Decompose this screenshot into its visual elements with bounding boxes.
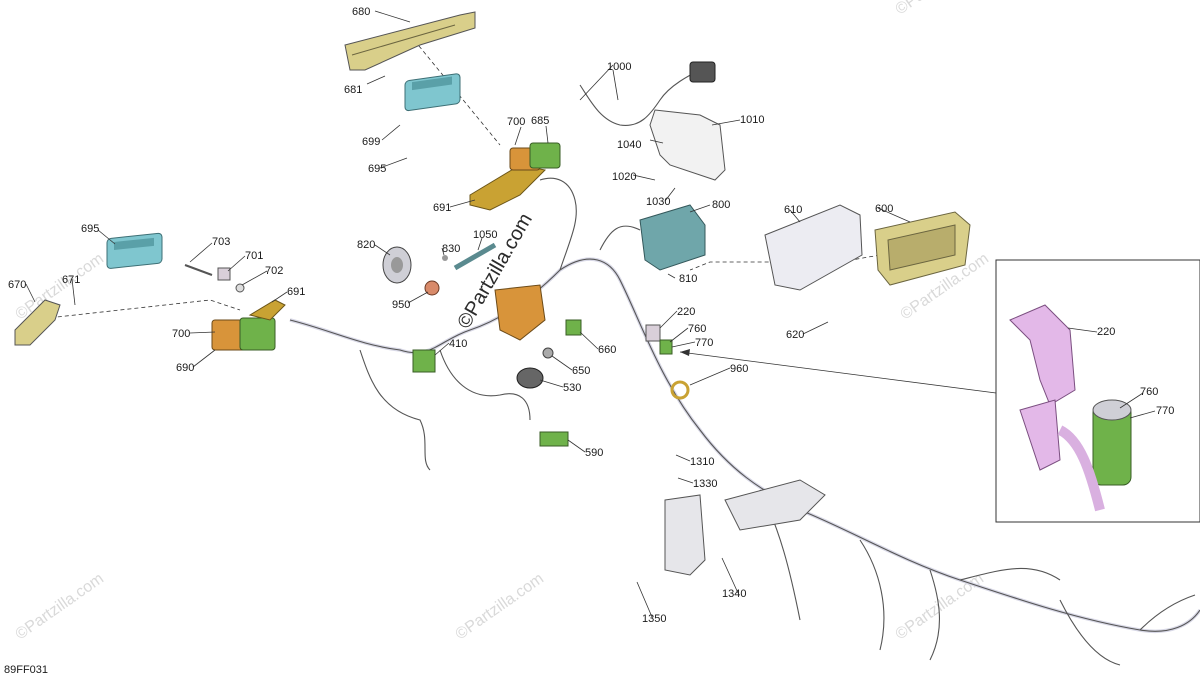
label-600: 600 xyxy=(875,203,893,215)
part-695-module-left xyxy=(106,232,163,269)
part-1340-bracket xyxy=(664,494,706,576)
part-950-buzzer xyxy=(424,280,440,296)
part-691-bracket-left xyxy=(248,299,286,321)
leader-lines xyxy=(25,10,1156,618)
part-410-connector xyxy=(412,349,436,373)
inset-pointer xyxy=(679,351,997,394)
label-410: 410 xyxy=(449,338,467,350)
label-220-inset: 220 xyxy=(1097,326,1115,338)
label-695-left: 695 xyxy=(81,223,99,235)
inset-detail-box xyxy=(995,259,1200,523)
label-760: 760 xyxy=(688,323,706,335)
watermark: ©Partzilla.com xyxy=(453,570,547,643)
part-685-fusebox xyxy=(529,142,561,169)
label-701: 701 xyxy=(245,250,263,262)
label-685: 685 xyxy=(531,115,549,127)
watermark: ©Partzilla.com xyxy=(893,570,987,643)
label-1310: 1310 xyxy=(690,456,714,468)
part-830-screw xyxy=(442,255,448,261)
label-810: 810 xyxy=(679,273,697,285)
label-691-left: 691 xyxy=(287,286,305,298)
part-695-module-upper xyxy=(404,73,461,112)
label-960: 960 xyxy=(730,363,748,375)
label-620: 620 xyxy=(786,329,804,341)
label-530: 530 xyxy=(563,382,581,394)
label-700: 700 xyxy=(507,116,525,128)
label-610: 610 xyxy=(784,204,802,216)
part-680-bracket xyxy=(344,11,476,71)
label-1000: 1000 xyxy=(607,61,631,73)
part-220-connector xyxy=(645,324,661,342)
label-670: 670 xyxy=(8,279,26,291)
label-1350: 1350 xyxy=(642,613,666,625)
label-671: 671 xyxy=(62,274,80,286)
label-681: 681 xyxy=(344,84,362,96)
label-695: 695 xyxy=(368,163,386,175)
part-800-ecu xyxy=(639,204,706,271)
label-699: 699 xyxy=(362,136,380,148)
inset-arrowhead xyxy=(680,349,690,356)
part-820-horn xyxy=(382,246,412,284)
label-590: 590 xyxy=(585,447,603,459)
label-691: 691 xyxy=(433,202,451,214)
label-680: 680 xyxy=(352,6,370,18)
part-610-housing xyxy=(764,204,863,291)
part-590-switch xyxy=(539,431,569,447)
part-670-bracket xyxy=(14,299,61,346)
label-800: 800 xyxy=(712,199,730,211)
label-950: 950 xyxy=(392,299,410,311)
label-1040: 1040 xyxy=(617,139,641,151)
label-700-left: 700 xyxy=(172,328,190,340)
part-702-nut xyxy=(235,283,245,293)
part-labels: 680 681 699 695 700 685 691 1000 1040 10… xyxy=(8,6,1174,625)
part-960-grommet xyxy=(670,380,690,400)
label-770: 770 xyxy=(695,337,713,349)
label-770-inset: 770 xyxy=(1156,405,1174,417)
part-660-relay xyxy=(565,319,582,336)
label-703: 703 xyxy=(212,236,230,248)
part-1010-plate xyxy=(649,109,726,181)
label-220: 220 xyxy=(677,306,695,318)
label-1050: 1050 xyxy=(473,229,497,241)
label-1020: 1020 xyxy=(612,171,636,183)
label-830: 830 xyxy=(442,243,460,255)
label-1340: 1340 xyxy=(722,588,746,600)
label-702: 702 xyxy=(265,265,283,277)
watermark: ©Partzilla.com xyxy=(893,0,987,18)
label-650: 650 xyxy=(572,365,590,377)
label-1030: 1030 xyxy=(646,196,670,208)
watermark: ©Partzilla.com xyxy=(13,570,107,643)
part-691-bracket-upper xyxy=(469,164,547,211)
part-center-relay-bracket xyxy=(494,284,546,341)
label-1010: 1010 xyxy=(740,114,764,126)
part-701-clip xyxy=(217,267,231,281)
label-760-inset: 760 xyxy=(1140,386,1158,398)
diagram-id: 89FF031 xyxy=(4,664,49,676)
watermark: ©Partzilla.com xyxy=(13,250,107,323)
part-1000-sensor-connector xyxy=(689,61,716,83)
label-1330: 1330 xyxy=(693,478,717,490)
label-660: 660 xyxy=(598,344,616,356)
label-820: 820 xyxy=(357,239,375,251)
label-690: 690 xyxy=(176,362,194,374)
part-1050-strap xyxy=(453,242,497,271)
part-600-gauge-cluster xyxy=(874,211,971,286)
part-530-socket xyxy=(516,367,544,389)
part-main-junction xyxy=(724,479,826,531)
part-650-grommet xyxy=(542,347,554,359)
part-703-bolt xyxy=(184,264,213,276)
part-690-fuse-module xyxy=(211,317,276,351)
